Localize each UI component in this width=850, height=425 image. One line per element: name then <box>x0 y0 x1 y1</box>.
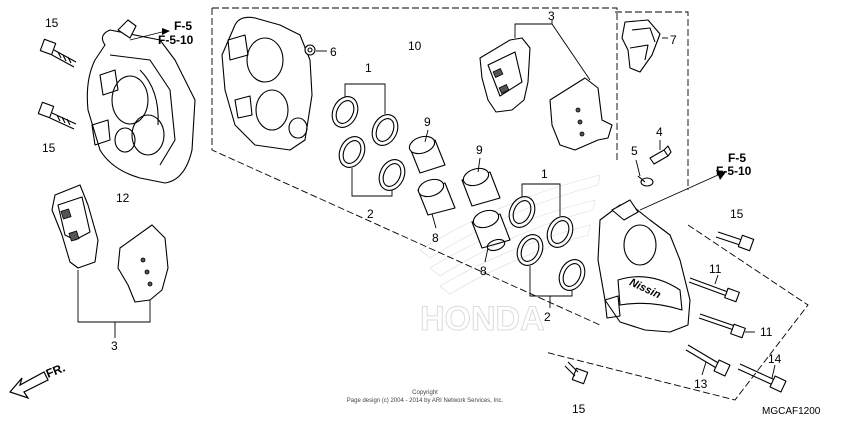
pin-11-upper <box>688 277 740 303</box>
callout-8: 8 <box>480 264 487 278</box>
callout-10: 10 <box>408 39 422 53</box>
bolt-15-upper-left <box>39 38 77 68</box>
ref-label-lower: F-5-10 <box>158 33 194 47</box>
pad-spring-7 <box>621 19 661 73</box>
callout-2: 2 <box>544 310 551 324</box>
callout-13: 13 <box>694 377 708 391</box>
bolt-15-bottom <box>564 361 589 385</box>
callout-3: 3 <box>548 9 555 23</box>
kit-outline-top <box>212 7 618 162</box>
callout-5: 5 <box>631 144 638 158</box>
leader-3a <box>514 23 591 81</box>
callout-7: 7 <box>670 33 677 47</box>
brake-pad-left-b <box>117 224 169 303</box>
callout-2: 2 <box>367 207 374 221</box>
callout-12: 12 <box>116 191 130 205</box>
callout-9: 9 <box>476 143 483 157</box>
leader-pads-left <box>77 270 151 323</box>
ref-arrow-right-head <box>716 170 726 180</box>
nut-6 <box>304 44 316 56</box>
leader-14 <box>771 364 776 379</box>
ref-label-lower: F-5-10 <box>716 164 752 178</box>
callout-3: 3 <box>111 339 118 353</box>
pin-11-lower <box>698 313 746 339</box>
callout-1: 1 <box>541 167 548 181</box>
bolt-15-lower-left <box>37 101 77 130</box>
leader-2b <box>529 266 573 297</box>
brake-pad-left-a <box>51 184 99 269</box>
bolt-14 <box>737 363 787 393</box>
caliper-right-13: Nissin <box>597 199 691 333</box>
callout-15: 15 <box>42 141 56 155</box>
callout-6: 6 <box>330 45 337 59</box>
leader-2a <box>351 168 393 197</box>
callout-15: 15 <box>730 207 744 221</box>
leader-5 <box>635 159 641 177</box>
washer-5 <box>637 175 654 187</box>
brake-pad-top-a <box>479 37 531 113</box>
callout-9: 9 <box>424 115 431 129</box>
front-direction-arrow: FR. <box>8 361 67 400</box>
copyright-line-1: Copyright <box>412 390 438 396</box>
bracket-outline <box>615 11 689 190</box>
front-direction-label: FR. <box>44 361 67 381</box>
callout-11: 11 <box>709 262 722 276</box>
callout-11: 11 <box>760 325 773 339</box>
kit-outline-left <box>211 8 601 326</box>
leader-1a <box>344 83 386 114</box>
leader-13 <box>701 361 707 376</box>
ref-arrow-left-line <box>129 31 163 41</box>
seal-set-right <box>508 196 586 291</box>
ref-arrow-left-head <box>162 28 170 35</box>
callout-15: 15 <box>45 16 59 30</box>
bolt-13 <box>685 344 731 377</box>
caliper-half-center <box>221 16 313 151</box>
bleeder-screw-4 <box>649 145 672 165</box>
callout-1: 1 <box>365 61 372 75</box>
honda-watermark: HONDA <box>419 174 601 339</box>
caliper-outline <box>544 224 809 401</box>
caliper-left-12 <box>86 19 196 184</box>
leader-1b <box>521 183 561 216</box>
callout-8: 8 <box>432 231 439 245</box>
leader-9b <box>477 157 481 173</box>
copyright-line-2: Page design (c) 2004 - 2014 by ARI Netwo… <box>347 398 504 404</box>
ref-label-upper: F-5 <box>174 19 192 33</box>
seal-set-center <box>331 96 406 191</box>
ref-arrow-right-line <box>639 174 719 211</box>
callout-14: 14 <box>768 352 782 366</box>
watermark-text: HONDA <box>420 300 545 338</box>
callout-15: 15 <box>572 402 586 416</box>
pistons-center <box>408 135 511 252</box>
leader-8b <box>484 247 489 263</box>
bolt-15-right <box>715 231 755 252</box>
leader-11a <box>714 274 719 285</box>
ref-label-upper: F-5 <box>728 151 746 165</box>
brake-pad-top-b <box>549 77 613 151</box>
leader-9a <box>424 129 429 143</box>
leader-8a <box>431 213 437 229</box>
diagram-code: MGCAF1200 <box>762 406 821 417</box>
callout-4: 4 <box>656 125 663 139</box>
